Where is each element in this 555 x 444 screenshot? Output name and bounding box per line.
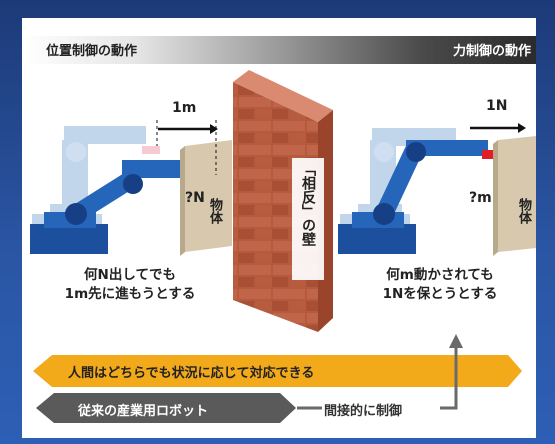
robot-arrow xyxy=(36,393,296,423)
left-caption: 何N出してでも 1m先に進もうとする xyxy=(40,266,220,304)
force-control-title: 力制御の動作 xyxy=(452,44,531,59)
wall-label: 「相反」の壁 xyxy=(300,162,316,246)
right-distance-label: ?m xyxy=(469,190,492,206)
right-robot-arm xyxy=(338,140,500,254)
left-force-label: ?N xyxy=(185,190,205,206)
left-object xyxy=(185,140,232,252)
robot-arrow-label: 従来の産業用ロボット xyxy=(78,404,209,419)
header-bar xyxy=(22,36,536,64)
contradiction-wall xyxy=(233,70,333,332)
left-caption-line1: 何N出してでも xyxy=(84,267,176,283)
left-caption-line2: 1m先に進もうとする xyxy=(64,286,196,302)
right-caption: 何m動かされても 1Nを保とうとする xyxy=(350,266,530,304)
right-caption-line1: 何m動かされても xyxy=(386,267,494,283)
left-distance-label: 1m xyxy=(172,100,197,116)
position-control-title: 位置制御の動作 xyxy=(46,44,138,59)
right-caption-line2: 1Nを保とうとする xyxy=(382,286,498,302)
right-object-label: 物体 xyxy=(516,198,531,224)
indirect-connector xyxy=(440,346,458,410)
right-force-label: 1N xyxy=(486,98,508,114)
human-arrow xyxy=(33,355,522,387)
right-object xyxy=(498,136,536,252)
indirect-control-label: 間接的に制御 xyxy=(324,404,403,419)
human-arrow-label: 人間はどちらでも状況に応じて対応できる xyxy=(68,366,315,381)
left-object-label: 物体 xyxy=(207,198,222,224)
